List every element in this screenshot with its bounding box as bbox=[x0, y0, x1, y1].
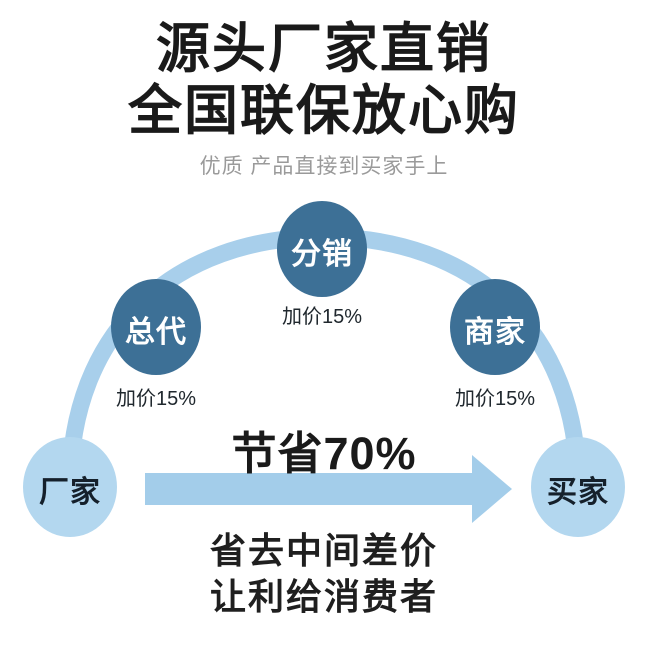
node-circle-agent bbox=[111, 279, 201, 375]
headline-block: 源头厂家直销 全国联保放心购 优质 产品直接到买家手上 bbox=[0, 18, 648, 180]
node-circle-factory bbox=[23, 437, 117, 537]
savings-label: 节省70% bbox=[231, 428, 417, 479]
headline-line-2: 全国联保放心购 bbox=[128, 81, 520, 141]
node-label-factory: 厂家 bbox=[39, 476, 101, 509]
headline-line-1: 源头厂家直销 bbox=[156, 19, 492, 79]
node-circle-merchant bbox=[450, 279, 540, 375]
node-circle-distributor bbox=[277, 201, 367, 297]
footer-line-2: 让利给消费者 bbox=[209, 576, 438, 617]
markup-label-merchant: 加价15% bbox=[454, 388, 536, 410]
subtitle: 优质 产品直接到买家手上 bbox=[199, 155, 449, 178]
savings-arrow bbox=[145, 455, 512, 523]
node-label-agent: 总代 bbox=[125, 316, 187, 349]
node-label-buyer: 买家 bbox=[547, 476, 609, 509]
markup-label-distributor: 加价15% bbox=[281, 306, 363, 328]
node-label-merchant: 商家 bbox=[464, 316, 526, 349]
footer-block: 省去中间差价 让利给消费者 bbox=[0, 528, 648, 620]
markup-label-agent: 加价15% bbox=[115, 388, 197, 410]
node-label-distributor: 分销 bbox=[291, 238, 353, 271]
footer-line-1: 省去中间差价 bbox=[209, 530, 438, 571]
node-circle-buyer bbox=[531, 437, 625, 537]
